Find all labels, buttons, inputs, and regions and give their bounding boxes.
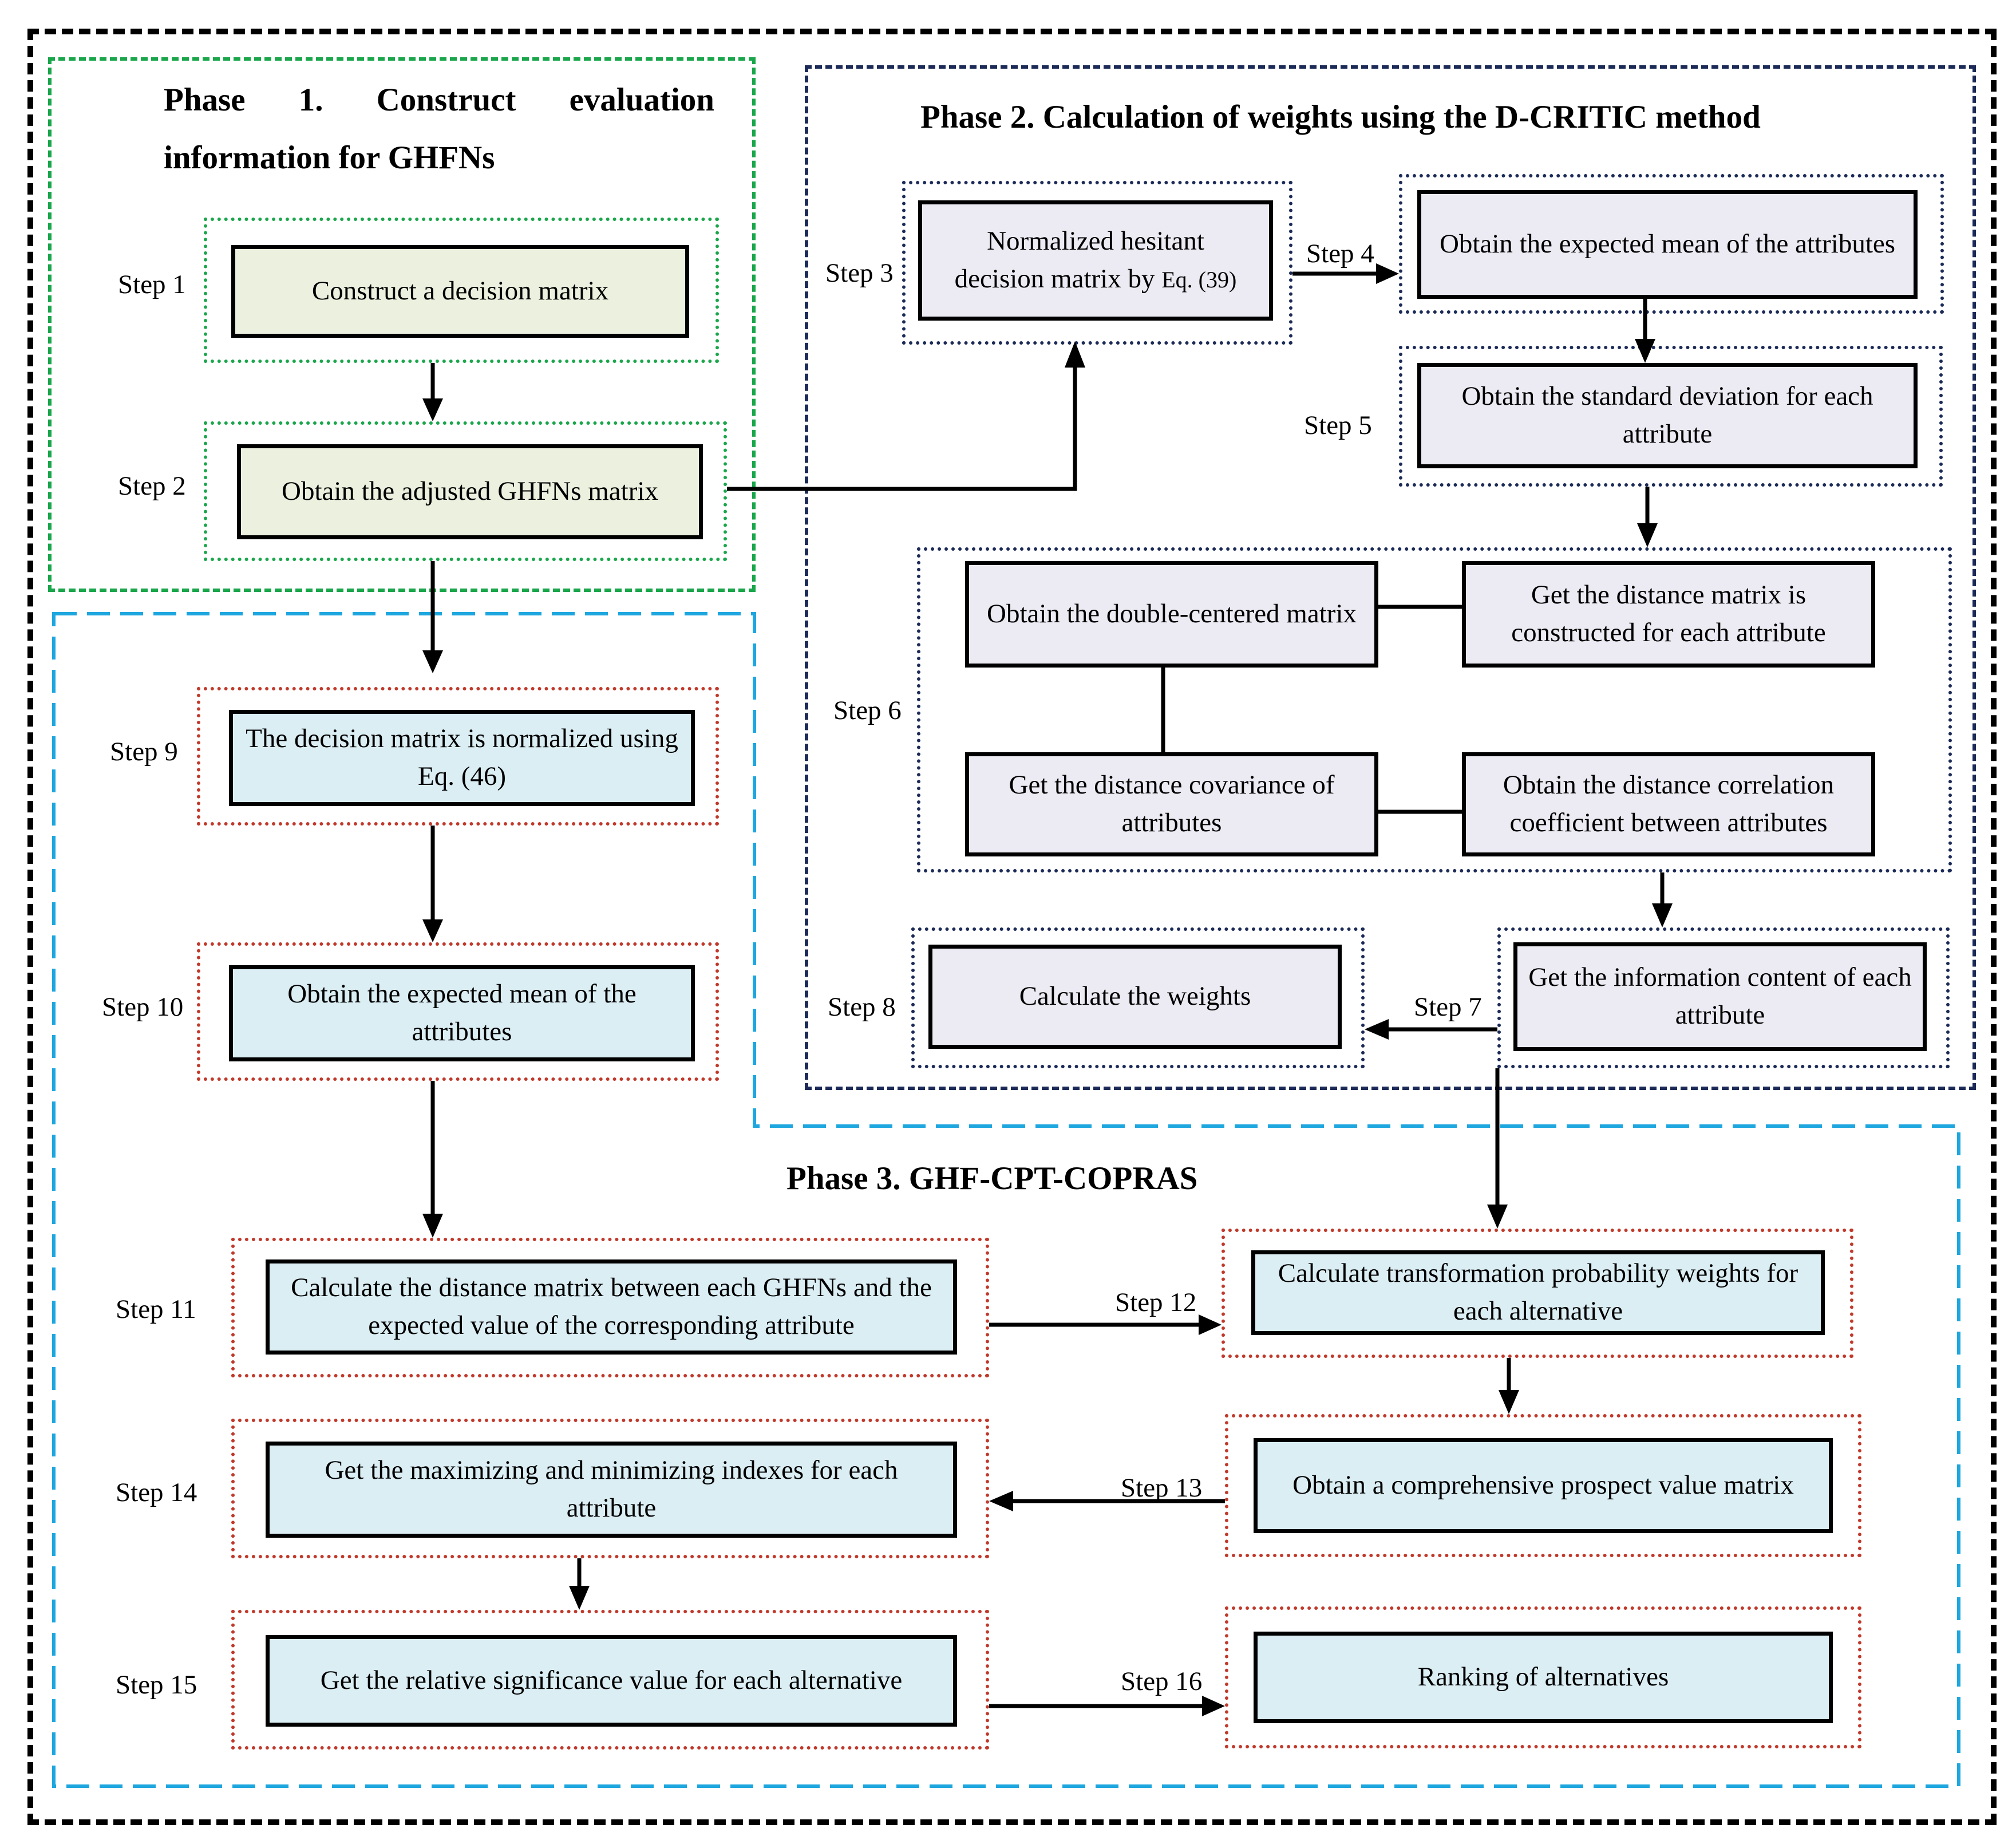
step10-container [197,942,719,1081]
step9-label: Step 9 [110,737,178,767]
phase2-title: Phase 2. Calculation of weights using th… [920,99,1761,135]
step4-label: Step 4 [1306,239,1374,268]
step11-container [231,1238,989,1377]
arrow-step2-step3 [727,366,1077,491]
max-min-indexes-box: Get the maximizing and minimizing indexe… [266,1442,957,1538]
distance-correlation-box: Obtain the distance correlation coeffici… [1462,752,1875,856]
step3-text-line1: Normalized hesitant [987,226,1204,256]
step14-container [231,1419,989,1558]
outer-frame [27,29,1997,1825]
step12-container [1222,1229,1853,1358]
step3-equation-ref: Eq. (39) [1161,267,1237,293]
distance-matrix-ghfns-box: Calculate the distance matrix between ea… [266,1259,957,1355]
arrowheads [422,263,1673,1716]
step2-container [204,421,727,561]
distance-matrix-box: Get the distance matrix is constructed f… [1462,561,1875,668]
step12-label: Step 12 [1115,1288,1197,1317]
normalize-decision-matrix-box: The decision matrix is normalized using … [229,710,695,806]
phase3-title: Phase 3. GHF-CPT-COPRAS [786,1160,1198,1197]
step2-label: Step 2 [118,471,186,501]
ranking-alternatives-box: Ranking of alternatives [1254,1632,1833,1723]
step16-label: Step 16 [1121,1667,1203,1696]
step6-container [917,547,1952,872]
step9-container [197,687,719,826]
double-centered-matrix-box: Obtain the double-centered matrix [965,561,1378,668]
expected-mean-attributes-box-phase3: Obtain the expected mean of the attribut… [229,965,695,1061]
step15-label: Step 15 [116,1670,197,1700]
step8-label: Step 8 [828,992,896,1022]
step6-label: Step 6 [833,696,902,725]
phase2-frame [805,65,1976,1090]
calculate-weights-box: Calculate the weights [928,945,1342,1049]
step5-label: Step 5 [1304,410,1372,440]
step8-container [911,927,1365,1068]
prospect-value-matrix-box: Obtain a comprehensive prospect value ma… [1254,1438,1833,1533]
step1-label: Step 1 [118,270,186,299]
normalized-hesitant-matrix-box: Normalized hesitant decision matrix by E… [918,200,1273,321]
step1-container [204,218,719,363]
step10-label: Step 10 [102,992,184,1022]
construct-decision-matrix-box: Construct a decision matrix [231,245,689,338]
step11-label: Step 11 [116,1294,196,1324]
step13-label: Step 13 [1121,1473,1203,1503]
information-content-box: Get the information content of each attr… [1513,942,1927,1051]
transformation-probability-weights-box: Calculate transformation probability wei… [1251,1250,1825,1335]
step14-label: Step 14 [116,1478,197,1507]
standard-deviation-box: Obtain the standard deviation for each a… [1417,363,1918,468]
step7-container [1497,927,1950,1068]
step7-label: Step 7 [1414,992,1482,1022]
step3-label: Step 3 [825,258,894,288]
step15-container [231,1610,989,1750]
expected-mean-attributes-box-phase2: Obtain the expected mean of the attribut… [1417,190,1918,299]
distance-covariance-box: Get the distance covariance of attribute… [965,752,1378,856]
step3-text-line2: decision matrix by [954,264,1155,294]
step3-container [902,181,1292,345]
step5-container [1399,346,1943,487]
adjusted-ghfns-matrix-box: Obtain the adjusted GHFNs matrix [237,444,703,539]
step4-container [1399,174,1944,314]
phase1-frame [48,57,756,592]
relative-significance-box: Get the relative significance value for … [266,1635,957,1727]
step13-container [1225,1414,1861,1557]
step16-container [1225,1606,1861,1748]
phase1-title: Phase 1. Construct evaluation informatio… [164,82,714,176]
